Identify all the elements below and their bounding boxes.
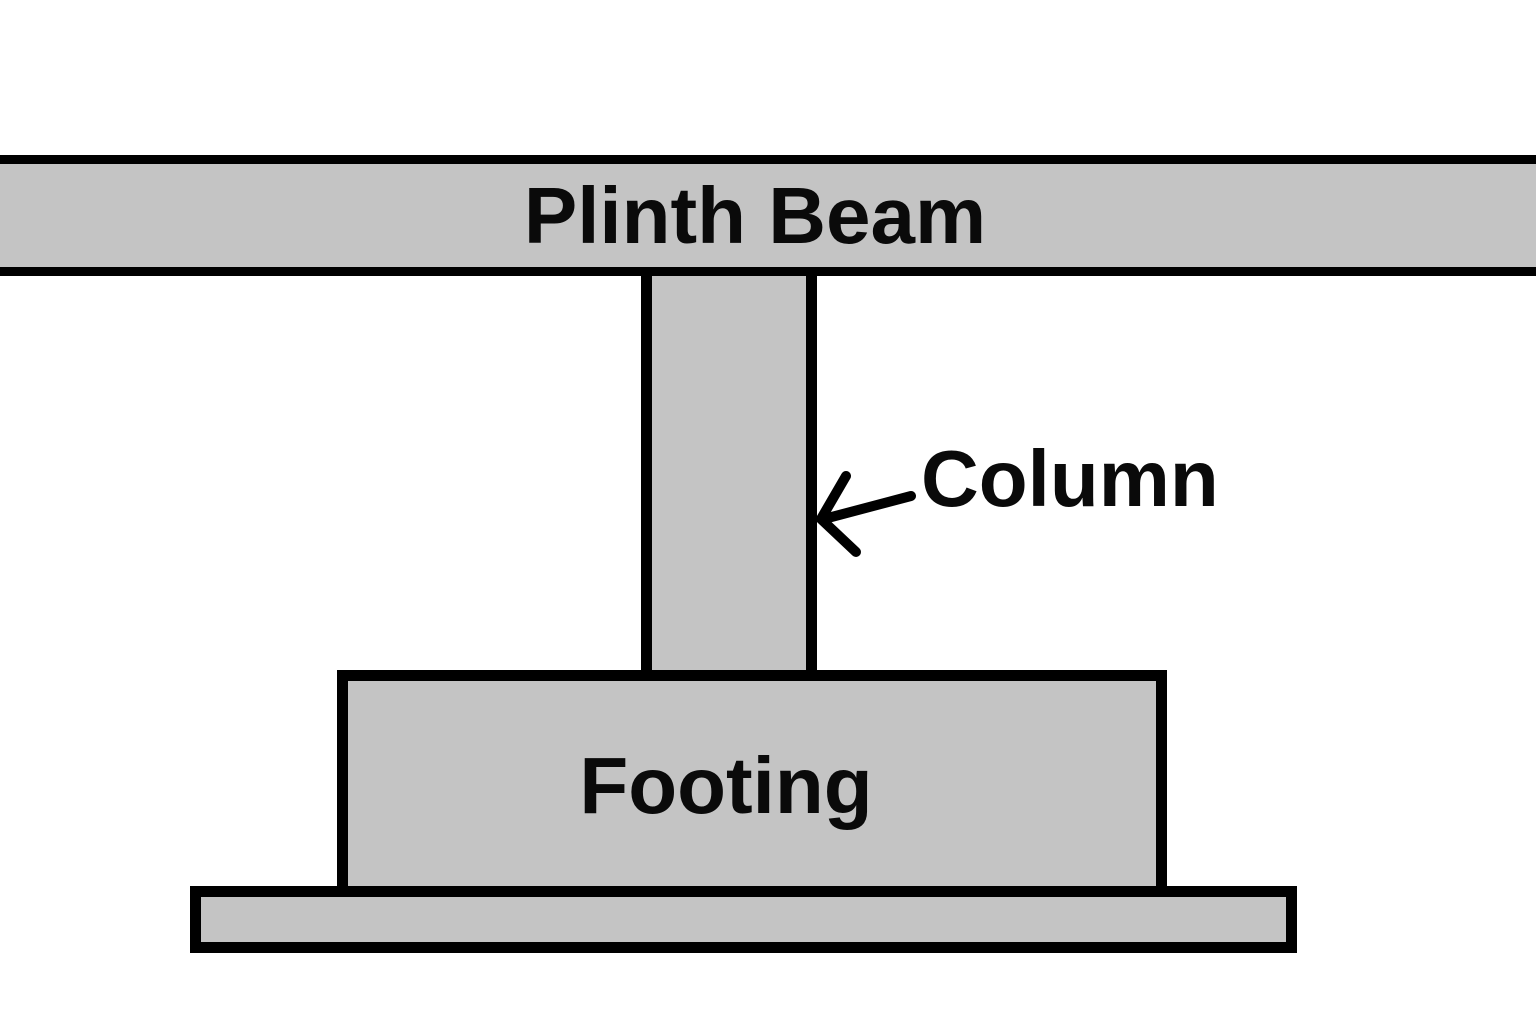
column-label: Column [921,434,1219,523]
footing-label: Footing [579,740,873,830]
footing-shape: Footing [337,670,1167,897]
plinth-beam-label: Plinth Beam [523,170,987,260]
plinth-beam-shape: Plinth Beam [0,155,1536,276]
column-shape [641,267,817,681]
